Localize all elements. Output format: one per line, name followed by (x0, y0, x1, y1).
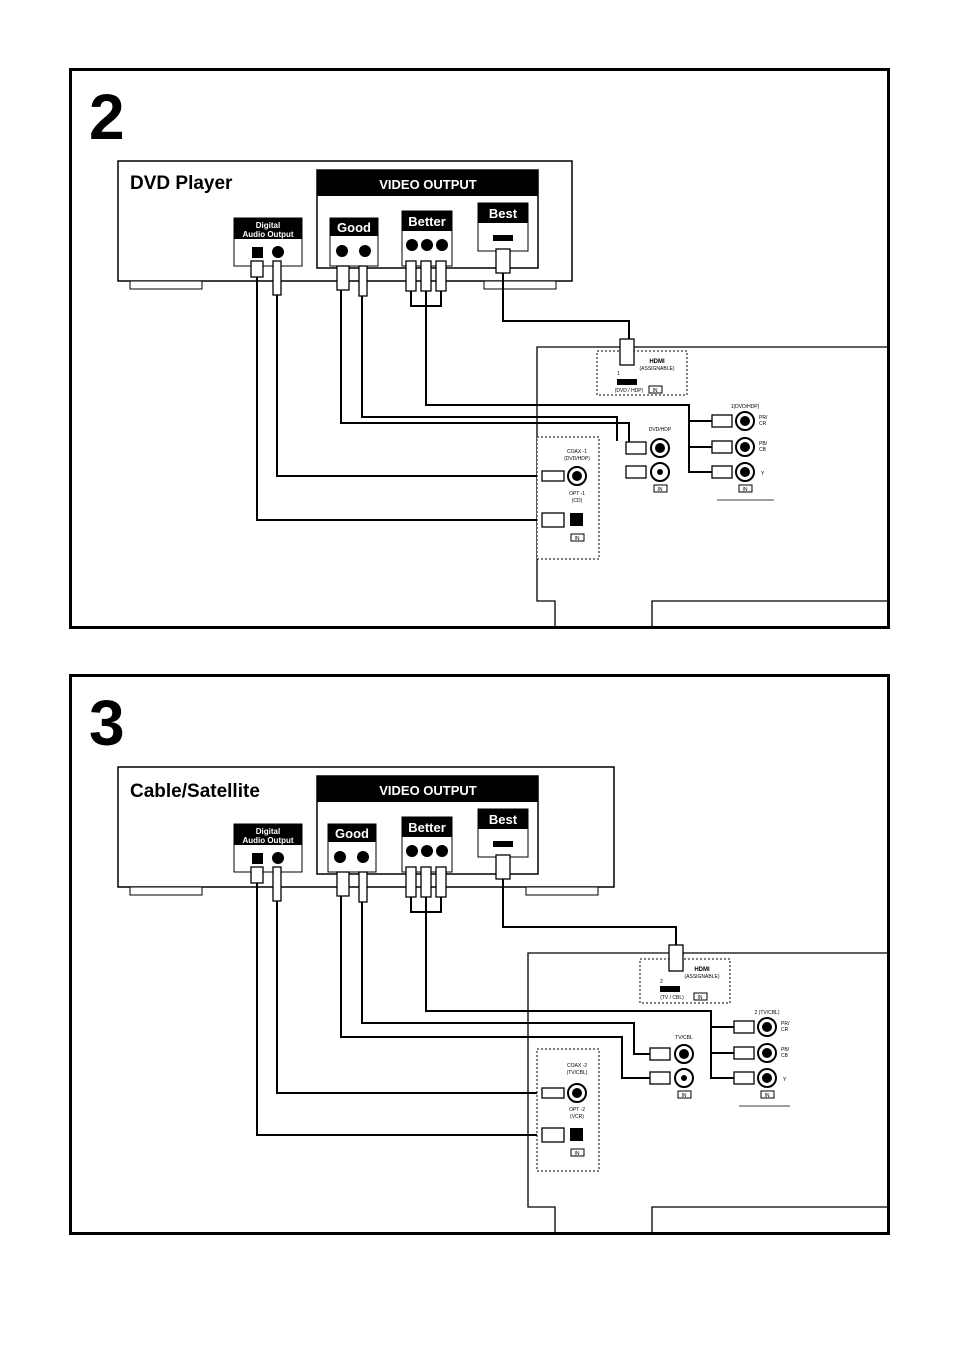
coax-port-icon (272, 852, 284, 864)
optical-input-icon (570, 513, 583, 526)
svg-text:IN: IN (653, 388, 658, 394)
svg-text:(ASSIGNABLE): (ASSIGNABLE) (684, 974, 719, 980)
component-jack-icon (436, 239, 448, 251)
svg-text:1(DVD/HDP): 1(DVD/HDP) (731, 404, 760, 410)
optical-input-icon (570, 1128, 583, 1141)
svg-text:IN: IN (765, 1093, 770, 1099)
svg-text:DVD/HDP: DVD/HDP (649, 427, 672, 433)
svg-text:IN: IN (682, 1093, 687, 1099)
svg-text:COAX -2: COAX -2 (567, 1063, 587, 1069)
hdmi-port-icon (493, 841, 513, 847)
svg-text:Audio Output: Audio Output (242, 836, 293, 845)
svg-text:1: 1 (617, 371, 620, 377)
composite-jack-icon (357, 851, 369, 863)
svg-text:(DVD/HDP): (DVD/HDP) (564, 456, 590, 462)
svideo-jack-icon (336, 245, 348, 257)
step-2-diagram: DVD Player VIDEO OUTPUT Good Better Best (117, 160, 887, 626)
svg-text:CR: CR (759, 421, 767, 427)
svg-text:CB: CB (759, 447, 767, 453)
svg-text:IN: IN (743, 487, 748, 493)
better-label: Better (408, 214, 446, 229)
hdmi-port-icon (493, 235, 513, 241)
good-label: Good (337, 220, 371, 235)
svg-text:Audio Output: Audio Output (242, 230, 293, 239)
video-output-section: VIDEO OUTPUT Good Better Best (316, 775, 539, 875)
best-label: Best (489, 206, 518, 221)
svg-text:PR/: PR/ (759, 415, 768, 421)
svg-text:CR: CR (781, 1027, 789, 1033)
svg-text:IN: IN (575, 1151, 580, 1157)
svg-text:(DVD / HDP): (DVD / HDP) (615, 388, 644, 394)
svg-text:Digital: Digital (256, 827, 280, 836)
svg-text:Digital: Digital (256, 221, 280, 230)
svg-text:(TV/CBL): (TV/CBL) (567, 1070, 588, 1076)
step-number: 2 (89, 81, 125, 153)
component-jack-icon (421, 845, 433, 857)
receiver-panel: HDMI (ASSIGNABLE) 1 (DVD / HDP) IN DVD/H… (536, 338, 887, 626)
optical-port-icon (252, 853, 263, 864)
video-output-label: VIDEO OUTPUT (379, 783, 477, 798)
step-3-diagram: Cable/Satellite VIDEO OUTPUT Good Better… (117, 766, 887, 1232)
svg-text:OPT -2: OPT -2 (569, 1107, 585, 1113)
svg-text:Y: Y (783, 1077, 787, 1083)
good-label: Good (335, 826, 369, 841)
svg-text:2: 2 (660, 979, 663, 985)
svg-text:Y: Y (761, 471, 765, 477)
svg-text:IN: IN (575, 536, 580, 542)
video-output-label: VIDEO OUTPUT (379, 177, 477, 192)
svg-text:OPT -1: OPT -1 (569, 491, 585, 497)
svg-text:HDMI: HDMI (694, 967, 710, 973)
step-2-panel: 2 DVD Player VIDEO OUTPUT Good Better (69, 68, 890, 629)
optical-port-icon (252, 247, 263, 258)
svg-text:PB/: PB/ (759, 441, 768, 447)
composite-jack-icon (359, 245, 371, 257)
svg-text:IN: IN (698, 995, 703, 1001)
svg-text:(ASSIGNABLE): (ASSIGNABLE) (639, 366, 674, 372)
better-label: Better (408, 820, 446, 835)
svg-text:PB/: PB/ (781, 1047, 790, 1053)
device-name: DVD Player (130, 173, 233, 194)
step-number: 3 (89, 687, 125, 759)
video-output-section: VIDEO OUTPUT Good Better Best (316, 169, 539, 269)
svg-text:PR/: PR/ (781, 1021, 790, 1027)
component-jack-icon (421, 239, 433, 251)
svg-text:CB: CB (781, 1053, 789, 1059)
component-jack-icon (406, 239, 418, 251)
component-jack-icon (436, 845, 448, 857)
svg-text:COAX -1: COAX -1 (567, 449, 587, 455)
svg-text:(TV / CBL): (TV / CBL) (660, 995, 684, 1001)
hdmi-input-icon (660, 986, 680, 992)
best-label: Best (489, 812, 518, 827)
digital-audio-output: Digital Audio Output (233, 217, 303, 267)
device-name: Cable/Satellite (130, 781, 260, 802)
svg-text:(VCR): (VCR) (570, 1114, 584, 1120)
svg-text:(CD): (CD) (572, 498, 583, 504)
step-3-panel: 3 Cable/Satellite VIDEO OUTPUT Good Bett… (69, 674, 890, 1235)
svg-text:HDMI: HDMI (649, 359, 665, 365)
component-jack-icon (406, 845, 418, 857)
svg-text:2 (TV/CBL): 2 (TV/CBL) (754, 1010, 779, 1016)
svg-text:IN: IN (658, 487, 663, 493)
digital-audio-output: Digital Audio Output (233, 823, 303, 873)
hdmi-input-icon (617, 379, 637, 385)
svideo-jack-icon (334, 851, 346, 863)
receiver-panel: HDMI (ASSIGNABLE) 2 (TV / CBL) IN TV/CBL… (527, 944, 887, 1232)
coax-port-icon (272, 246, 284, 258)
svg-text:TV/CBL: TV/CBL (675, 1035, 693, 1041)
